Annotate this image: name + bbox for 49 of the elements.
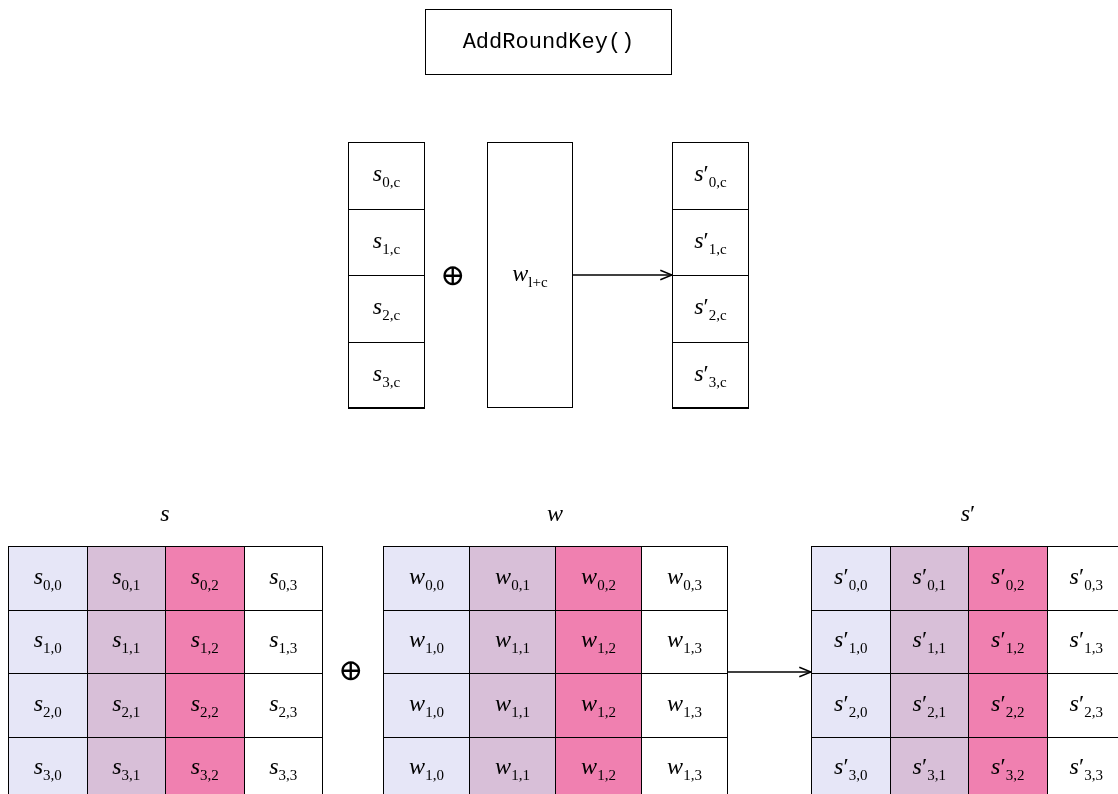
matrix-cell: s$_{2,1}$: [86, 673, 166, 738]
matrix-cell: s$_{0,3}$: [243, 546, 323, 611]
matrix-cell: s$_{2,2}$: [165, 673, 245, 738]
matrix-cell: s′$_{0,2}$: [968, 546, 1048, 611]
matrix-cell: s′$_{1,0}$: [811, 609, 891, 674]
matrix-cell: s′$_{3,2}$: [968, 736, 1048, 794]
matrix-cell: w$_{0,0}$: [383, 546, 470, 611]
matrix-cell: s$_{2,0}$: [8, 673, 88, 738]
matrix-cell: w$_{1,2}$: [555, 609, 642, 674]
matrix-cell: w$_{0,3}$: [641, 546, 728, 611]
matrix-cell: s′$_{1,2}$: [968, 609, 1048, 674]
matrix-cell: w$_{1,0}$: [383, 673, 470, 738]
function-name-box: AddRoundKey(): [425, 9, 672, 75]
matrix-cell: s$_{1,0}$: [8, 609, 88, 674]
matrix-cell: s′$_{2,2}$: [968, 673, 1048, 738]
matrix-cell: s$_{3,2}$: [165, 736, 245, 794]
matrix-cell: w$_{1,0}$: [383, 609, 470, 674]
matrix-cell: w$_{1,2}$: [555, 736, 642, 794]
matrix-cell: w$_{1,1}$: [469, 673, 556, 738]
matrix-cell: s$_{0,1}$: [86, 546, 166, 611]
arrow: [726, 666, 812, 678]
state-column: [348, 142, 425, 408]
matrix-cell: s$_{1,1}$: [86, 609, 166, 674]
matrix-cell: s′$_{2,0}$: [811, 673, 891, 738]
matrix-cell: s$_{0,2}$: [165, 546, 245, 611]
arrow: [572, 269, 673, 281]
matrix-heading: s: [159, 500, 171, 527]
matrix-cell: w$_{0,2}$: [555, 546, 642, 611]
matrix-cell: s$_{0,0}$: [8, 546, 88, 611]
matrix-cell: s′$_{3,0}$: [811, 736, 891, 794]
xor-operator: ⊕: [338, 652, 364, 687]
state-column: [672, 142, 749, 408]
matrix-cell: s′$_{3,1}$: [889, 736, 969, 794]
matrix-cell: w$_{1,1}$: [469, 609, 556, 674]
key-word-box: w$_{l+c}$: [487, 142, 573, 408]
matrix-cell: w$_{1,1}$: [469, 736, 556, 794]
matrix-cell: s$_{3,0}$: [8, 736, 88, 794]
matrix-cell: w$_{0,1}$: [469, 546, 556, 611]
matrix-cell: s$_{1,2}$: [165, 609, 245, 674]
matrix-cell: s′$_{1,1}$: [889, 609, 969, 674]
matrix-cell: s′$_{0,0}$: [811, 546, 891, 611]
matrix-heading: s′: [959, 500, 977, 527]
matrix-heading: w: [546, 500, 564, 527]
matrix-cell: s′$_{0,1}$: [889, 546, 969, 611]
matrix-cell: s′$_{2,1}$: [889, 673, 969, 738]
xor-operator: ⊕: [440, 257, 466, 292]
matrix-cell: s$_{3,1}$: [86, 736, 166, 794]
matrix-cell: w$_{1,2}$: [555, 673, 642, 738]
matrix-cell: w$_{1,0}$: [383, 736, 470, 794]
